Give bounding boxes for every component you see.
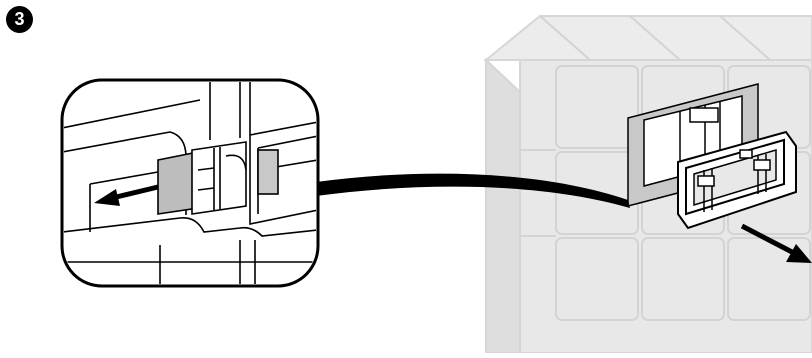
pull-out-arrow-icon xyxy=(740,223,812,263)
bracket-frame xyxy=(677,130,797,230)
release-arrow-icon xyxy=(94,184,159,206)
step-number-badge: 3 xyxy=(6,6,33,33)
callout-zoom-icon xyxy=(60,78,320,288)
leader-line-icon xyxy=(316,173,630,208)
